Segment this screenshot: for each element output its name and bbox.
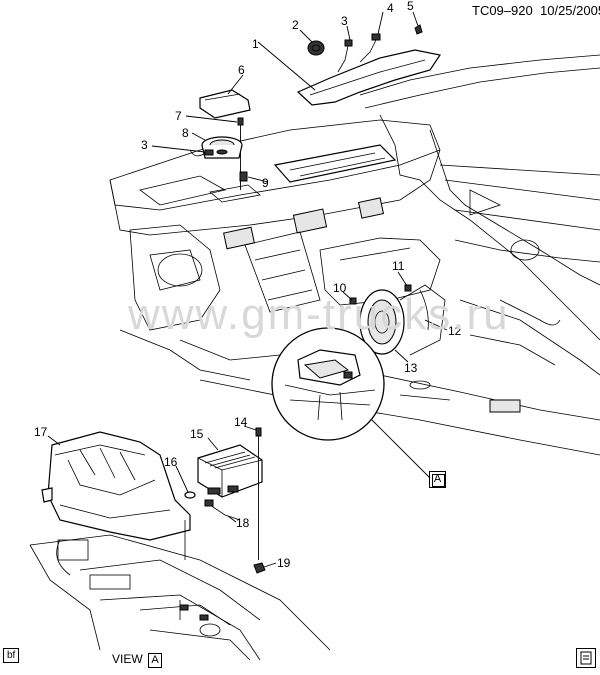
- view-label: VIEW A: [112, 652, 163, 668]
- grommet-icon: [184, 491, 196, 499]
- callout-8: 8: [182, 126, 189, 140]
- callout-1: 1: [252, 37, 259, 51]
- callout-numbers: 1 2 3 4 5 6 7 8 3 9 10 11 12 13 14 15 16…: [34, 0, 462, 570]
- connector-icon: [337, 39, 353, 73]
- detail-view-a: [271, 327, 431, 479]
- document-icon: [576, 648, 596, 668]
- callout-14: 14: [234, 415, 248, 429]
- callout-11: 11: [392, 259, 405, 273]
- bolt-icon: [255, 427, 262, 560]
- connector-icon: [189, 149, 214, 157]
- connector-icon: [404, 284, 412, 292]
- detail-marker-a: A: [429, 471, 446, 488]
- amplifier-icon: [197, 444, 263, 498]
- callout-5: 5: [407, 0, 414, 13]
- detail-marker-inner-box: [432, 474, 445, 487]
- harness-icon: [209, 504, 241, 521]
- door-panel-icon: [359, 54, 600, 376]
- callout-19: 19: [277, 556, 291, 570]
- rear-floor: [29, 534, 331, 661]
- callout-6: 6: [238, 63, 245, 77]
- clip-icon: [239, 171, 248, 182]
- callout-13: 13: [404, 361, 418, 375]
- speaker-cover: [199, 89, 251, 119]
- callout-16: 16: [164, 455, 178, 469]
- leader-lines: [47, 11, 448, 568]
- view-label-letter: A: [148, 653, 163, 668]
- callout-4: 4: [387, 1, 394, 15]
- nut-icon: [253, 562, 266, 574]
- document-icon-glyph: [580, 651, 592, 665]
- callout-10: 10: [333, 281, 347, 295]
- diagram-reference-code: TC09–920: [472, 3, 533, 18]
- subwoofer-box-icon: [41, 431, 191, 560]
- screw-icon: [349, 297, 357, 305]
- callout-3-left: 3: [141, 138, 148, 152]
- dashboard-icon: [109, 119, 600, 456]
- diagram-date: 10/25/2005: [540, 3, 600, 18]
- callout-18: 18: [236, 516, 250, 530]
- callout-2: 2: [292, 18, 299, 32]
- detail-marker-letter: A: [433, 473, 442, 485]
- tweeter-icon: [307, 40, 325, 56]
- callout-9: 9: [262, 176, 269, 190]
- dash-speaker-pad: [209, 184, 261, 203]
- speaker-icon: [359, 284, 446, 356]
- clip-icon: [414, 24, 423, 35]
- connector-icon: [359, 33, 381, 63]
- callout-17: 17: [34, 425, 48, 439]
- callout-12: 12: [448, 324, 462, 338]
- speaker-icon: [201, 136, 243, 159]
- view-label-text: VIEW: [112, 652, 143, 666]
- footer-tag: bf: [3, 648, 20, 663]
- callout-3-top: 3: [341, 14, 348, 28]
- callout-7: 7: [175, 109, 182, 123]
- callout-15: 15: [190, 427, 204, 441]
- connector-icon: [204, 499, 214, 507]
- a-pillar-trim: [296, 49, 441, 106]
